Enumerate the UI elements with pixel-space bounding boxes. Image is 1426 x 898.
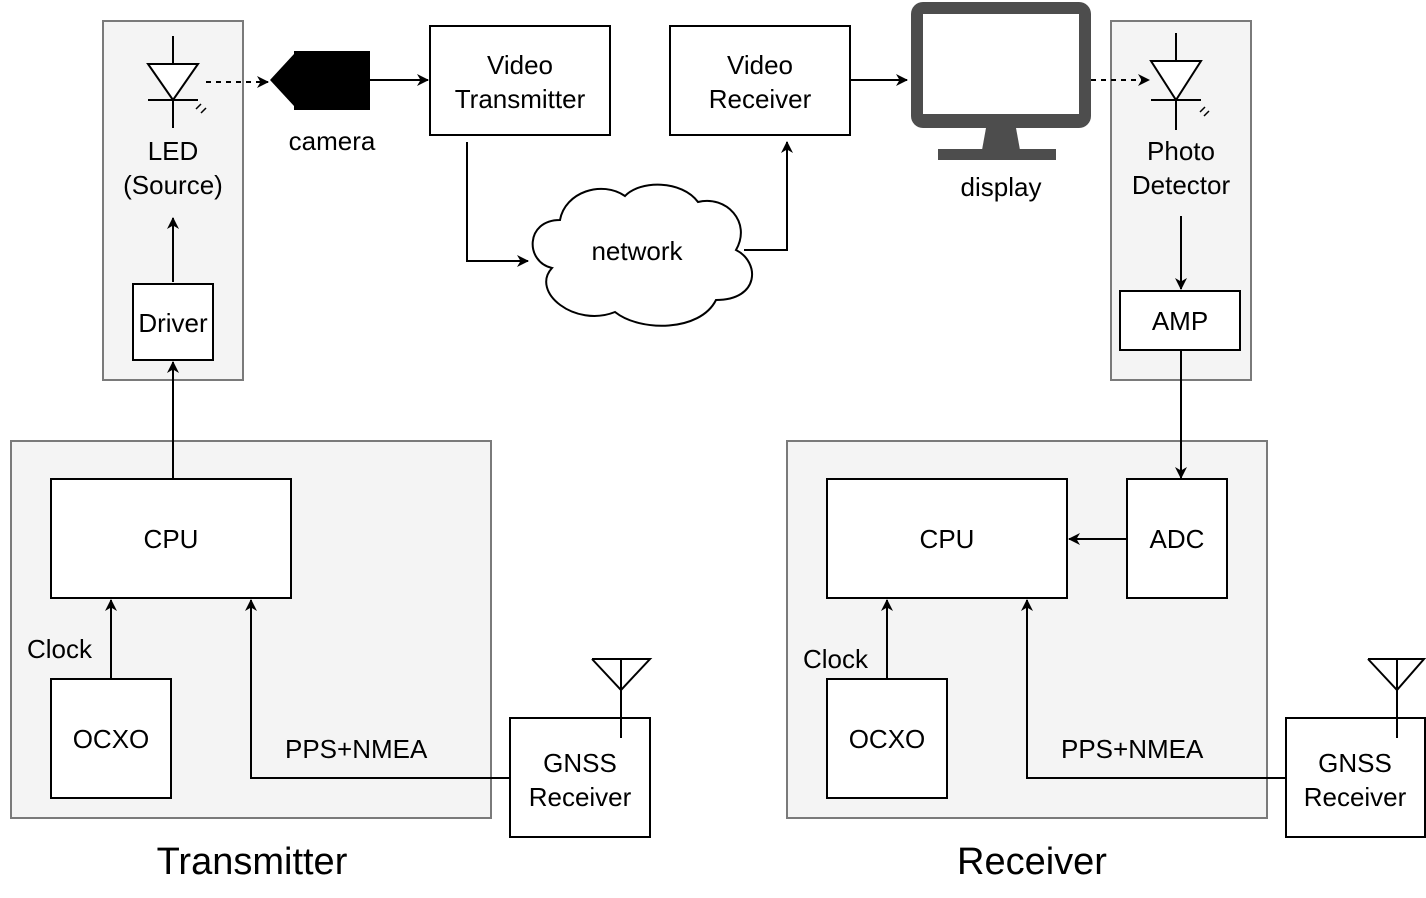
monitor-icon bbox=[911, 2, 1091, 160]
arrow-receiver-gnss-to-cpu bbox=[1021, 599, 1286, 779]
receiver-title: Receiver bbox=[957, 841, 1107, 883]
network-label: network bbox=[591, 236, 683, 266]
receiver-ocxo-box bbox=[826, 678, 948, 799]
photo-detector-label: Photo bbox=[1147, 136, 1215, 166]
receiver-cpu-label: CPU bbox=[920, 524, 975, 554]
receiver-gnss-label-2: Receiver bbox=[1304, 782, 1407, 812]
led-label: LED bbox=[148, 136, 199, 166]
led-diode-icon bbox=[146, 36, 207, 128]
amp-box bbox=[1119, 290, 1241, 351]
antenna-icon bbox=[591, 658, 653, 738]
receiver-clock-label: Clock bbox=[803, 644, 869, 674]
video-transmitter-box bbox=[429, 25, 611, 136]
transmitter-gnss-label-2: Receiver bbox=[529, 782, 632, 812]
transmitter-title: Transmitter bbox=[157, 841, 348, 883]
arrow-video-transmitter-to-network bbox=[466, 142, 529, 267]
video-receiver-box bbox=[669, 25, 851, 136]
receiver-gnss-box bbox=[1285, 717, 1426, 838]
video-transmitter-label: Video bbox=[487, 50, 553, 80]
video-receiver-label: Video bbox=[727, 50, 793, 80]
antenna-icon bbox=[1367, 658, 1426, 738]
transmitter-pps-label: PPS+NMEA bbox=[285, 734, 428, 764]
receiver-ocxo-label: OCXO bbox=[849, 724, 926, 754]
driver-box bbox=[132, 283, 214, 361]
amp-label: AMP bbox=[1152, 306, 1208, 336]
arrow-network-to-video-receiver bbox=[744, 141, 793, 251]
transmitter-gnss-box bbox=[509, 717, 651, 838]
camera-icon bbox=[270, 51, 370, 110]
arrow-gnss-to-cpu bbox=[245, 599, 510, 779]
transmitter-cpu-box bbox=[50, 478, 292, 599]
receiver-pps-label: PPS+NMEA bbox=[1061, 734, 1204, 764]
display-label: display bbox=[961, 172, 1042, 202]
camera-label: camera bbox=[289, 126, 376, 156]
photodiode-icon bbox=[1149, 33, 1210, 130]
led-label-source: (Source) bbox=[123, 170, 223, 200]
receiver-gnss-label: GNSS bbox=[1318, 748, 1392, 778]
transmitter-ocxo-box bbox=[50, 678, 172, 799]
adc-box bbox=[1126, 478, 1228, 599]
transmitter-clock-label: Clock bbox=[27, 634, 93, 664]
receiver-cpu-box bbox=[826, 478, 1068, 599]
transmitter-cpu-label: CPU bbox=[144, 524, 199, 554]
transmitter-gnss-label: GNSS bbox=[543, 748, 617, 778]
transmitter-ocxo-label: OCXO bbox=[73, 724, 150, 754]
adc-label: ADC bbox=[1150, 524, 1205, 554]
driver-label: Driver bbox=[138, 308, 208, 338]
video-transmitter-label-2: Transmitter bbox=[455, 84, 586, 114]
photo-detector-label-2: Detector bbox=[1132, 170, 1231, 200]
cloud-icon bbox=[531, 183, 753, 327]
video-receiver-label-2: Receiver bbox=[709, 84, 812, 114]
